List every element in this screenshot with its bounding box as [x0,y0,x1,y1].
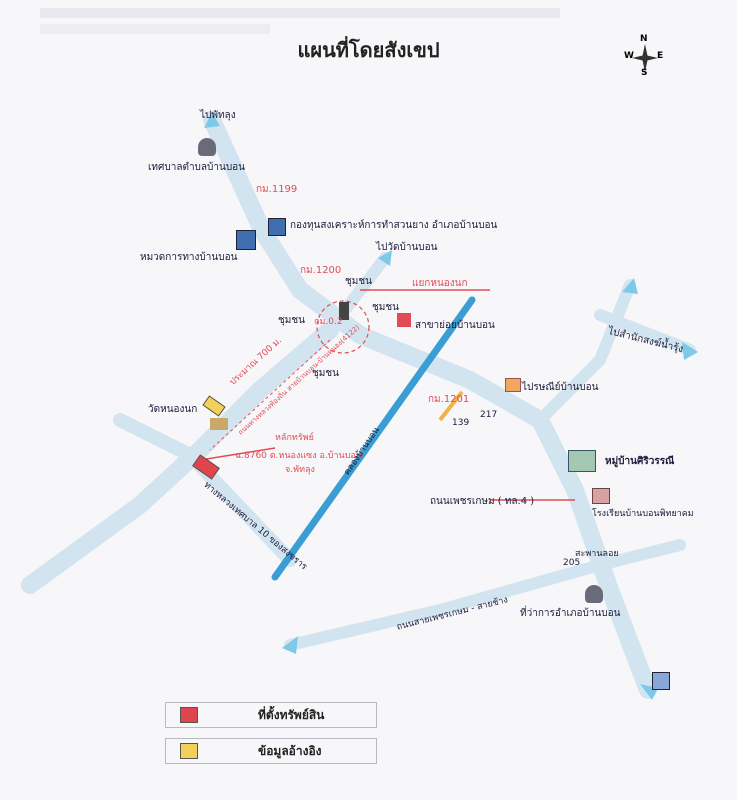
legend-label-reference: ข้อมูลอ้างอิง [258,744,322,758]
label-post-office: ไปรษณีย์บ้านบอน [522,382,599,393]
label-rubber-fund: กองทุนสงเคราะห์การทำสวนยาง อำเภอบ้านบอน [290,220,498,231]
label-deed: ฉ.8760 ต.หนองแซง อ.บ้านบอน [235,451,362,461]
label-community-bottom: ชุมชน [312,368,340,379]
label-district-office: ที่ว่าการอำเภอบ้านบอน [520,608,621,619]
label-nong-nok-junction: แยกหนองนก [412,278,468,289]
label-km-1199: กม.1199 [256,184,298,195]
label-km-1201: กม.1201 [428,394,470,405]
hospital-icon [652,672,670,690]
label-province: จ.พัทลุง [285,465,315,475]
label-school: โรงเรียนบ้านบอนพิทยาคม [592,509,694,519]
map-title: แผนที่โดยสังเขป [297,38,440,62]
label-139: 139 [452,418,470,428]
label-205: 205 [563,558,581,568]
label-highway-unit: หมวดการทางบ้านบอน [140,252,238,263]
label-217: 217 [480,410,498,420]
label-community-right: ชุมชน [372,302,400,313]
label-to-phatthalung: ไปพัทลุง [200,110,236,121]
label-km-near: กม.0.2 [314,317,343,327]
building-icon [236,230,256,250]
legend-swatch-property [180,707,198,723]
faint-header [40,8,560,18]
building-icon-2 [268,218,286,236]
village-icon [568,450,596,472]
compass-w: W [624,51,634,61]
label-community-left: ชุมชน [278,315,306,326]
label-km-1200: กม.1200 [300,265,342,276]
traffic-light-icon [339,302,349,320]
bank-icon [397,313,411,327]
label-collateral: หลักทรัพย์ [275,433,314,443]
label-village: หมู่บ้านศิริวรรณี [605,456,675,467]
post-office-icon [505,378,521,392]
label-community-top: ชุมชน [345,276,373,287]
district-seal-icon [585,585,603,603]
faint-header-2 [40,24,270,34]
compass-s: S [641,68,648,78]
legend-swatch-reference [180,743,198,759]
government-seal-icon [198,138,216,156]
legend-item-reference: ข้อมูลอ้างอิง [165,738,377,764]
temple-icon [210,418,228,430]
legend-item-property: ที่ตั้งทรัพย์สิน [165,702,377,728]
label-branch: สาขาย่อยบ้านบอน [415,320,495,331]
label-wat-nong-nok: วัดหนองนก [148,404,198,415]
label-to-wat: ไปวัดบ้านบอน [376,242,438,253]
legend-label-property: ที่ตั้งทรัพย์สิน [258,708,325,722]
label-junction: สะพานลอย [575,549,619,559]
school-icon [592,488,610,504]
compass-e: E [657,51,664,61]
compass-icon: N S W E [622,34,668,78]
label-municipality: เทศบาลตำบลบ้านบอน [148,162,246,173]
label-petchkasem: ถนนเพชรเกษม ( ทล.4 ) [430,496,535,507]
compass-n: N [640,34,648,44]
